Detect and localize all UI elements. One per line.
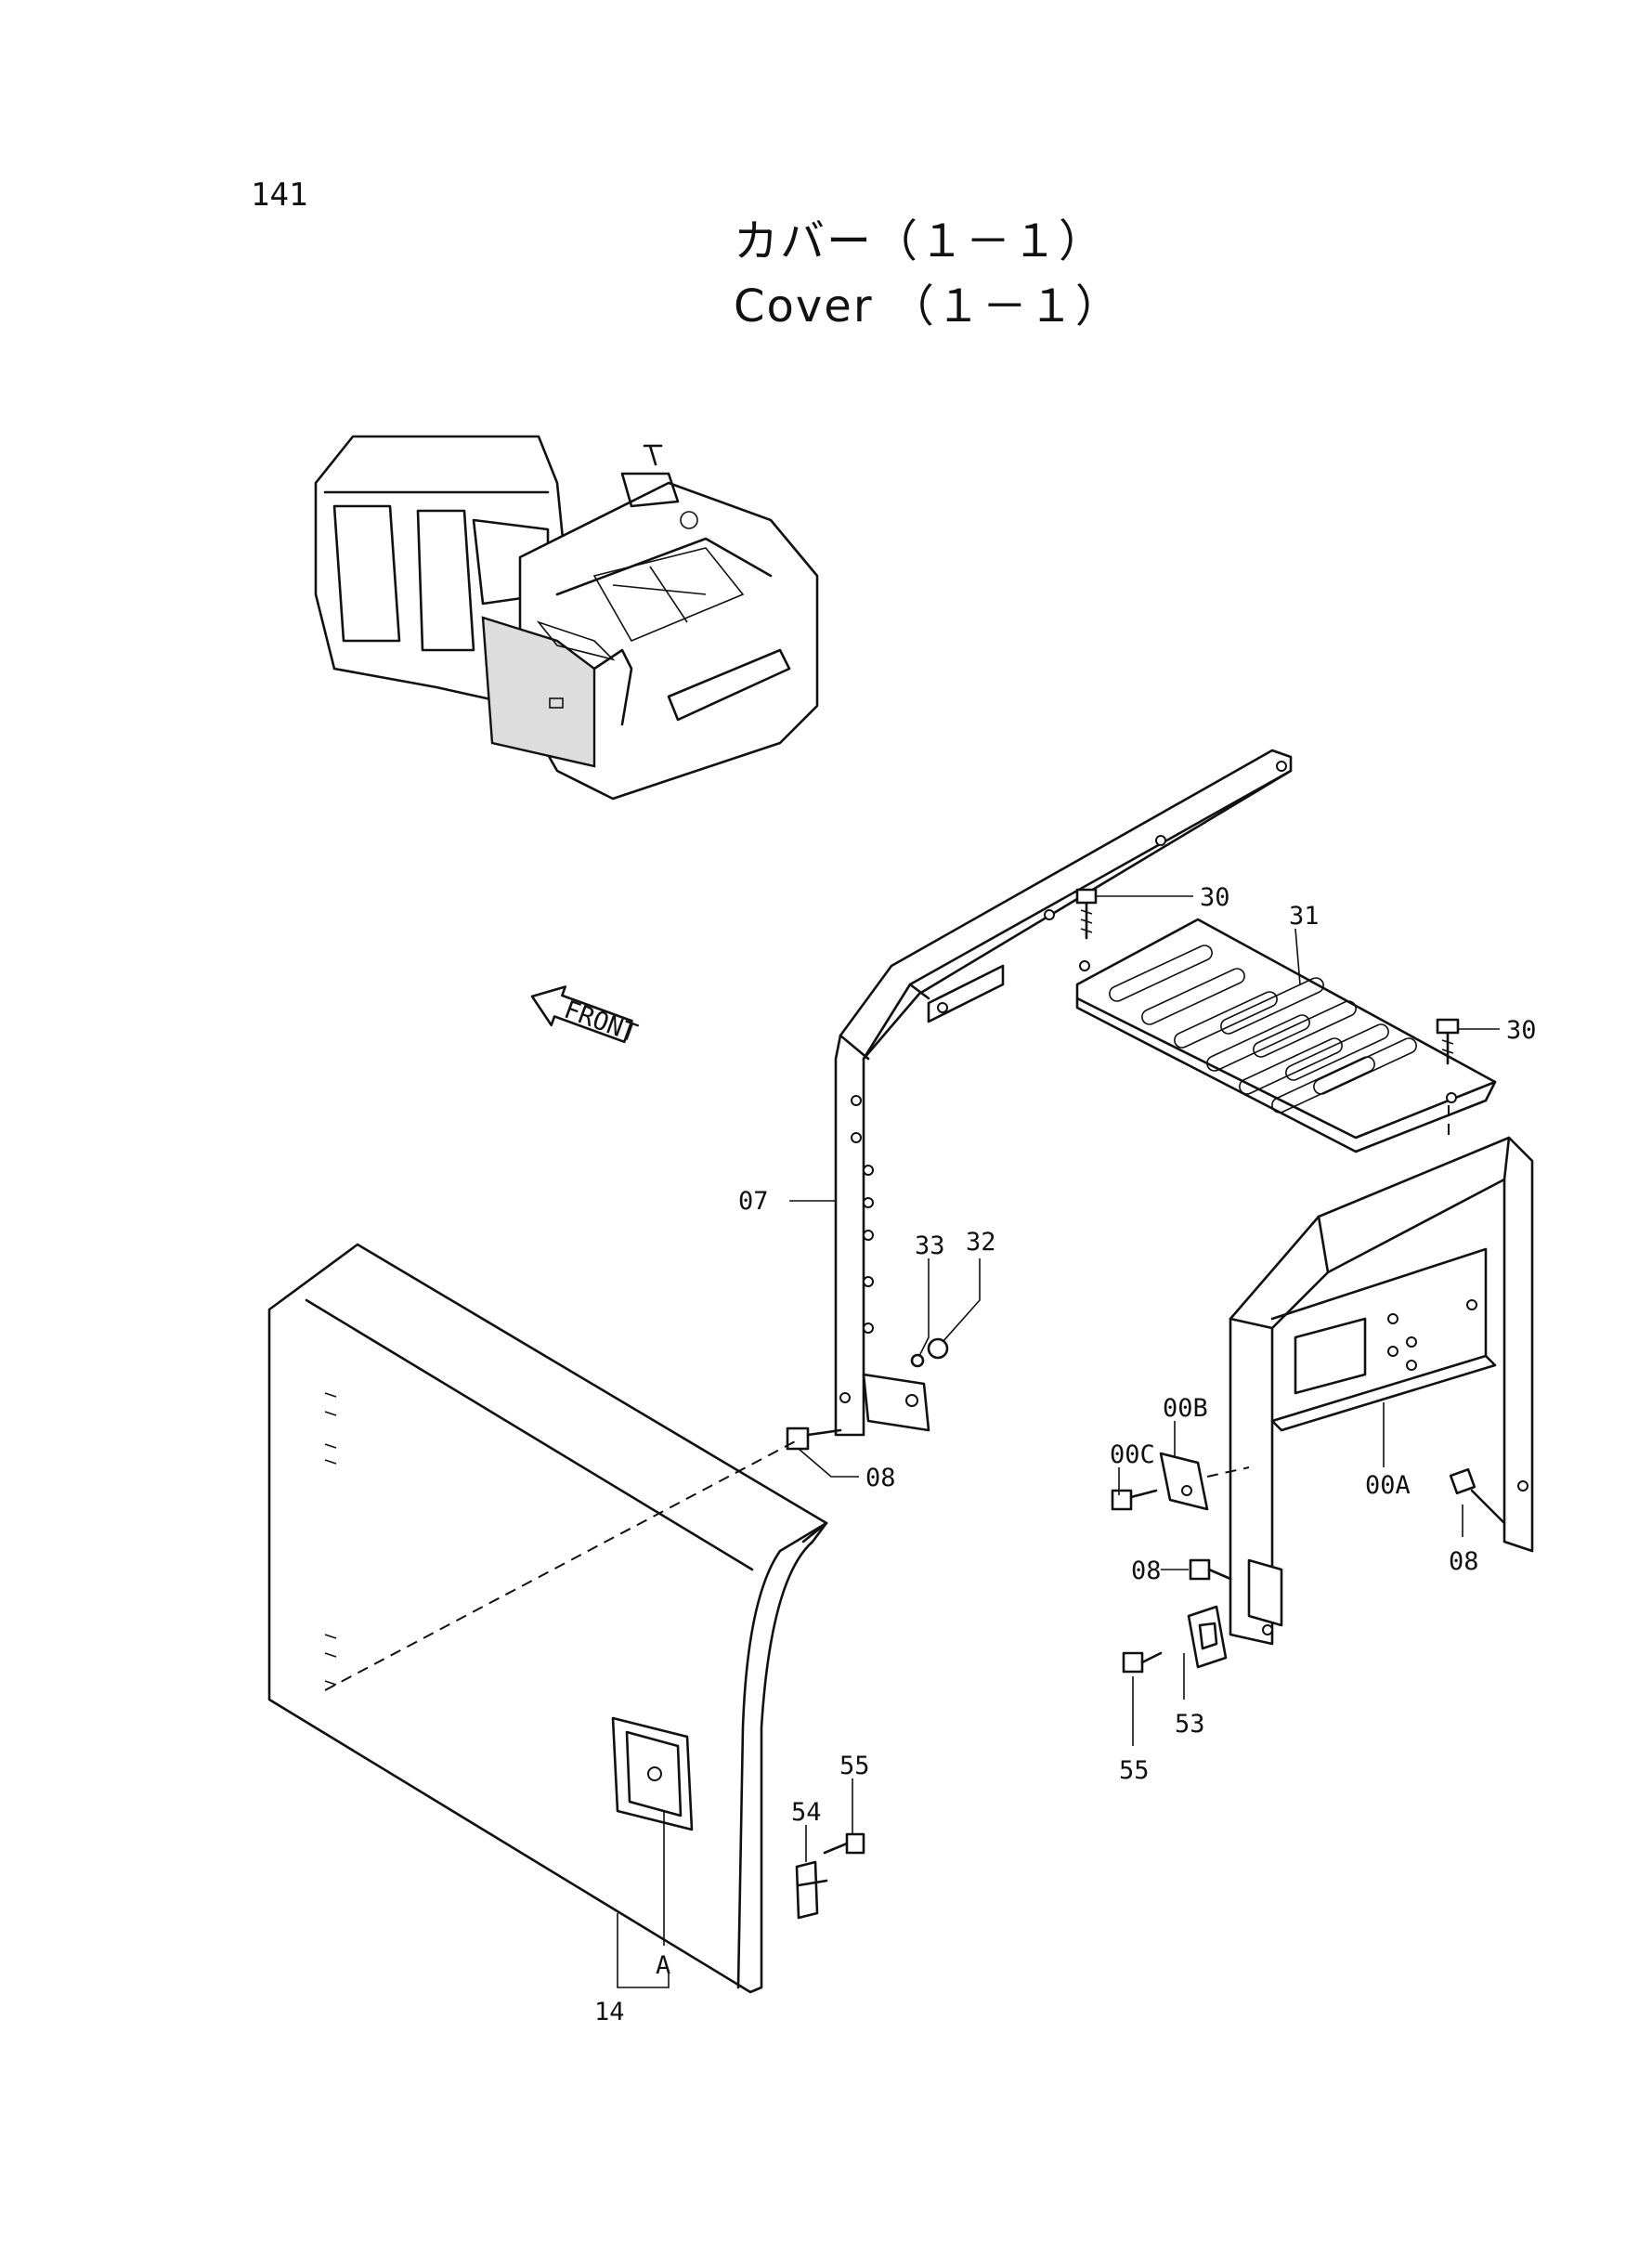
bolt-30-upper — [1075, 888, 1098, 940]
callout-31: 31 — [1289, 902, 1320, 931]
callout-07: 07 — [738, 1187, 769, 1216]
callout-00A: 00A — [1365, 1471, 1411, 1500]
dash-line-door — [324, 1439, 800, 1691]
door-14 — [267, 1243, 828, 1994]
bracket-53 — [1187, 1605, 1228, 1669]
front-direction-arrow: FRONT — [530, 985, 641, 1049]
front-label: FRONT — [560, 996, 641, 1049]
callout-labels: 30 31 30 07 33 32 08 00B 00C 00A 08 08 5… — [594, 883, 1537, 2026]
callout-30-upper: 30 — [1200, 883, 1230, 912]
washer-33 — [910, 1353, 925, 1368]
nut-32 — [927, 1337, 949, 1360]
frame-00A — [1229, 1136, 1534, 1646]
callout-00B: 00B — [1163, 1394, 1208, 1423]
dash-line-00B — [1206, 1466, 1250, 1478]
bolt-30-right — [1436, 1018, 1460, 1065]
bolt-00C — [1111, 1489, 1158, 1511]
bolt-55-lower — [823, 1832, 865, 1855]
callout-32: 32 — [966, 1228, 996, 1257]
bolt-55-right — [1122, 1651, 1163, 1674]
grille-31 — [1075, 918, 1497, 1153]
page-number: 141 — [251, 176, 308, 214]
callout-00C: 00C — [1110, 1440, 1155, 1469]
bracket-00B — [1159, 1452, 1209, 1511]
callout-30-right: 30 — [1506, 1016, 1537, 1045]
callout-55-lower: 55 — [839, 1752, 870, 1780]
bracket-54 — [795, 1860, 828, 1920]
bolt-08-left — [786, 1427, 842, 1451]
bolt-08-middle — [1189, 1558, 1232, 1581]
callout-A: A — [656, 1951, 670, 1980]
callout-08-middle: 08 — [1131, 1557, 1162, 1585]
callout-08-left: 08 — [865, 1464, 896, 1492]
callout-leaders — [617, 895, 1500, 1988]
frame-07 — [834, 749, 1293, 1437]
excavator-overview-illustration — [314, 435, 819, 801]
callout-14: 14 — [594, 1998, 625, 2026]
callout-08-right: 08 — [1449, 1547, 1479, 1576]
title-japanese: カバー（１－１） — [734, 215, 1106, 267]
callout-54: 54 — [791, 1798, 822, 1827]
callout-55-right: 55 — [1119, 1756, 1150, 1785]
bolt-08-right — [1449, 1467, 1506, 1525]
title-english: Cover （１－１） — [734, 280, 1122, 332]
callout-53: 53 — [1175, 1710, 1205, 1739]
callout-33: 33 — [915, 1231, 945, 1260]
